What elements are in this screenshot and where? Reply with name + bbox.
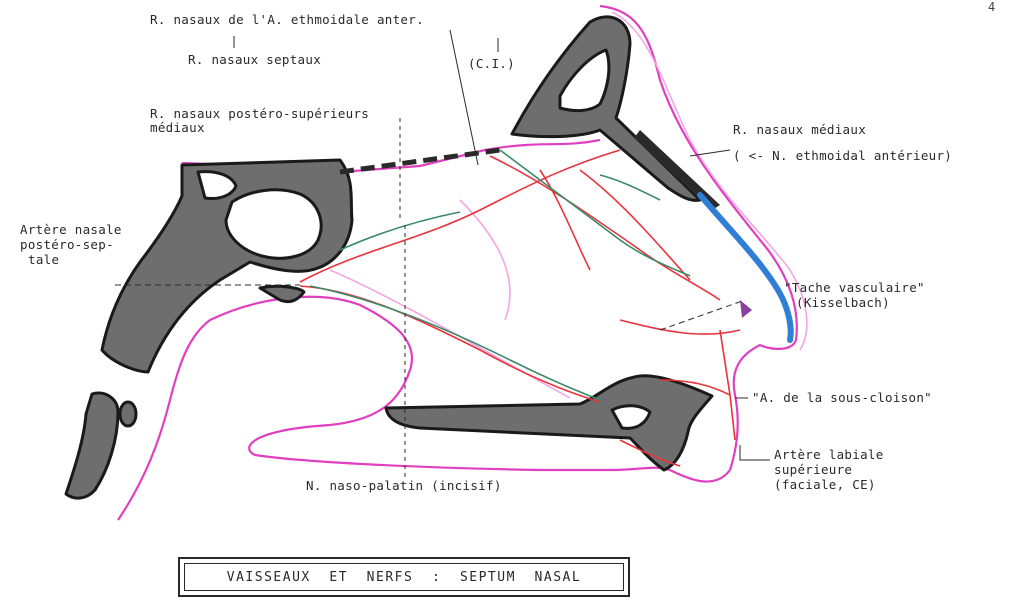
nasal-bone <box>512 17 720 210</box>
label-artere-labiale-2: supérieure <box>774 462 852 477</box>
label-n-ethmoidal: ( <- N. ethmoidal antérieur) <box>733 148 952 163</box>
palatine-bone <box>386 376 712 470</box>
label-a-sous-cloison: "A. de la sous-cloison" <box>752 390 932 405</box>
label-tache-vasculaire: "Tache vasculaire" <box>784 280 925 295</box>
label-artere-nasale-1: Artère nasale <box>20 222 122 237</box>
maxilla-fragment <box>66 393 136 498</box>
label-r-nasaux-postero: R. nasaux postéro-supérieurs <box>150 106 369 121</box>
diagram-title: VAISSEAUX ET NERFS : SEPTUM NASAL <box>227 570 581 585</box>
label-r-nasaux-mediaux: R. nasaux médiaux <box>733 122 866 137</box>
label-artere-nasale-2: postéro-sep- <box>20 237 114 252</box>
label-kisselbach: (Kisselbach) <box>796 295 890 310</box>
label-artere-labiale-3: (faciale, CE) <box>774 477 876 492</box>
label-r-nasaux-ethmoidale: R. nasaux de l'A. ethmoidale anter. <box>150 12 424 27</box>
label-artere-nasale-3: tale <box>28 252 59 267</box>
kisselbach-marker <box>740 300 752 318</box>
label-r-nasaux-postero-2: médiaux <box>150 120 205 135</box>
label-artere-labiale-1: Artère labiale <box>774 447 884 462</box>
vomer-bone <box>260 286 304 301</box>
corner-mark: 4 <box>988 0 995 14</box>
nerves <box>310 150 690 400</box>
title-box: VAISSEAUX ET NERFS : SEPTUM NASAL <box>178 557 630 597</box>
label-n-naso-palatin: N. naso-palatin (incisif) <box>306 478 502 493</box>
label-ci: (C.I.) <box>468 56 515 71</box>
label-r-nasaux-septaux: R. nasaux septaux <box>188 52 321 67</box>
sphenoid-bone <box>102 160 352 372</box>
